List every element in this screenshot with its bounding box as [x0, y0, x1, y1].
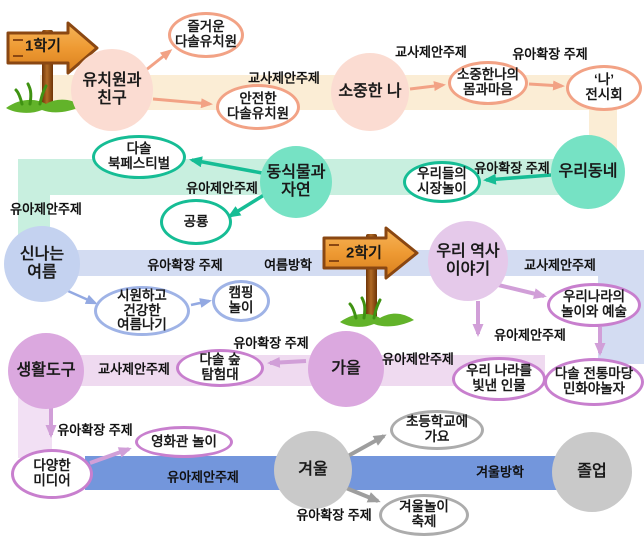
flow-label-summer-vacation: 여름방학 — [264, 257, 312, 273]
theme-node-graduation: 졸업 — [552, 432, 632, 512]
theme-node-winter: 겨울 — [274, 431, 352, 509]
theme-node-our-history-story: 우리 역사 이야기 — [428, 221, 508, 301]
arrow-kindergarten-to-fun-dasol — [145, 49, 173, 72]
arrow-coolsummer-to-camping — [190, 298, 212, 308]
subtopic-node-korean-play-art: 우리나라의 놀이와 예술 — [547, 283, 641, 327]
flow-label-extension-topic-4: 유아확장 주제 — [233, 335, 309, 351]
flow-label-teacher-topic-3: 교사제안주제 — [524, 257, 596, 273]
semester2-signpost — [322, 226, 419, 327]
subtopic-node-dinosaur: 공룡 — [160, 199, 232, 245]
flow-label-extension-topic-6: 유아확장 주제 — [296, 507, 372, 523]
subtopic-node-me-exhibition: ‘나’ 전시회 — [566, 65, 642, 111]
subtopic-node-book-festival: 다솔 북페스티벌 — [92, 135, 186, 179]
flow-label-child-topic-2: 유아제안주제 — [10, 201, 82, 217]
subtopic-node-forest-explorers: 다솔 숲 탐험대 — [176, 349, 264, 387]
arrow-nature-to-dinosaur — [227, 193, 265, 218]
semester2-sign-label: 2학기 — [346, 244, 382, 262]
flow-label-extension-topic-3: 유아확장 주제 — [147, 257, 223, 273]
arrow-media-to-cinema — [89, 447, 132, 465]
flow-label-extension-topic-2: 유아확장 주제 — [474, 160, 550, 176]
flow-label-teacher-topic-2: 교사제안주제 — [395, 44, 467, 60]
arrow-history-to-playart — [493, 282, 547, 300]
subtopic-node-fun-dasol: 즐거운 다솔유치원 — [168, 12, 244, 58]
subtopic-node-elementary-school: 초등학교에 가요 — [390, 410, 484, 450]
subtopic-node-various-media: 다양한 미디어 — [11, 449, 93, 499]
subtopic-node-folk-painting: 다솔 전통마당 민화야놀자 — [544, 358, 644, 406]
arrow-nature-to-bookfestival — [189, 156, 263, 175]
arrow-preciousme-to-bodymind — [409, 81, 446, 92]
theme-node-precious-me: 소중한 나 — [331, 53, 409, 131]
subtopic-node-great-figures: 우리 나라를 빛낸 인물 — [452, 357, 546, 401]
arrow-kindergarten-to-safe-dasol — [152, 97, 213, 109]
semester1-signpost — [6, 21, 99, 113]
subtopic-node-safe-dasol: 안전한 다솔유치원 — [216, 84, 300, 130]
theme-node-exciting-summer: 신나는 여름 — [4, 226, 80, 302]
arrow-town-to-marketplay — [483, 173, 552, 185]
flow-label-extension-topic-5: 유아확장 주제 — [57, 422, 133, 438]
theme-node-animals-plants-nature: 동식물과 자연 — [260, 146, 332, 218]
flow-label-child-topic-4: 유아제안주제 — [382, 351, 454, 367]
flow-label-child-topic-3: 유아제안주제 — [494, 327, 566, 343]
flow-label-child-topic-5: 유아제안주제 — [167, 469, 239, 485]
sign-arrow-board — [322, 226, 419, 280]
arrow-autumn-to-forestexplorers — [267, 356, 307, 368]
subtopic-node-winter-festival: 겨울놀이 축제 — [379, 494, 469, 536]
flow-label-winter-vacation: 겨울방학 — [476, 464, 524, 480]
subtopic-node-camping-play: 캠핑 놀이 — [212, 280, 270, 322]
arrow-bodymind-to-exhibition — [528, 80, 565, 91]
subtopic-node-cool-healthy-summer: 시원하고 건강한 여름나기 — [94, 286, 190, 336]
flow-label-teacher-topic-4: 교사제안주제 — [98, 361, 170, 377]
subtopic-node-cinema-play: 영화관 놀이 — [135, 426, 233, 458]
theme-node-daily-tools: 생활도구 — [8, 333, 84, 409]
theme-node-kindergarten-friends: 유치원과 친구 — [71, 49, 153, 131]
flow-label-extension-topic-1: 유아확장 주제 — [512, 46, 588, 62]
subtopic-node-body-mind: 소중한나의 몸과마음 — [448, 61, 528, 105]
semester1-sign-label: 1학기 — [25, 37, 61, 55]
subtopic-node-market-play: 우리들의 시장놀이 — [403, 161, 481, 203]
arrow-winter-to-winterfestival — [345, 486, 381, 503]
grass — [340, 313, 414, 327]
arrow-summer-to-coolsummer — [67, 289, 98, 305]
grass — [6, 99, 82, 113]
theme-node-our-town: 우리동네 — [551, 135, 625, 209]
theme-node-autumn: 가을 — [308, 331, 384, 407]
flow-label-child-topic-1: 유아제안주제 — [186, 180, 258, 196]
flow-label-teacher-topic-1: 교사제안주제 — [248, 70, 320, 86]
arrow-winter-to-elementary — [347, 434, 387, 458]
